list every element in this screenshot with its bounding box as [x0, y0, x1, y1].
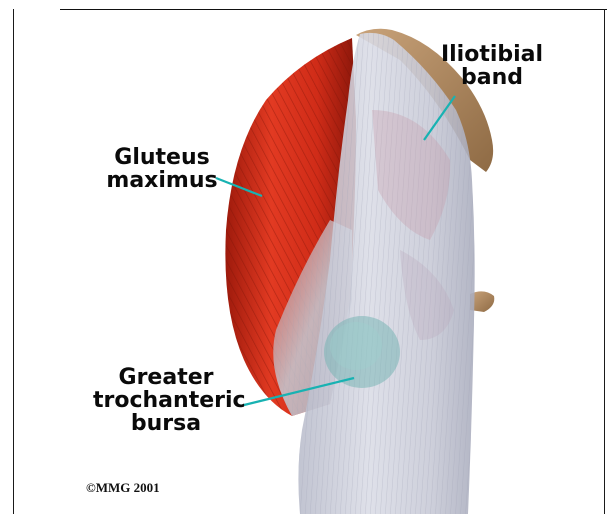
gluteus-maximus-label: Gluteus maximus: [98, 146, 226, 192]
iliotibial-band-label: Iliotibial band: [432, 43, 552, 89]
greater-trochanteric-bursa-label: Greater trochanteric bursa: [93, 366, 239, 435]
copyright-notice: ©MMG 2001: [86, 480, 160, 496]
greater-trochanteric-bursa: [324, 316, 400, 388]
